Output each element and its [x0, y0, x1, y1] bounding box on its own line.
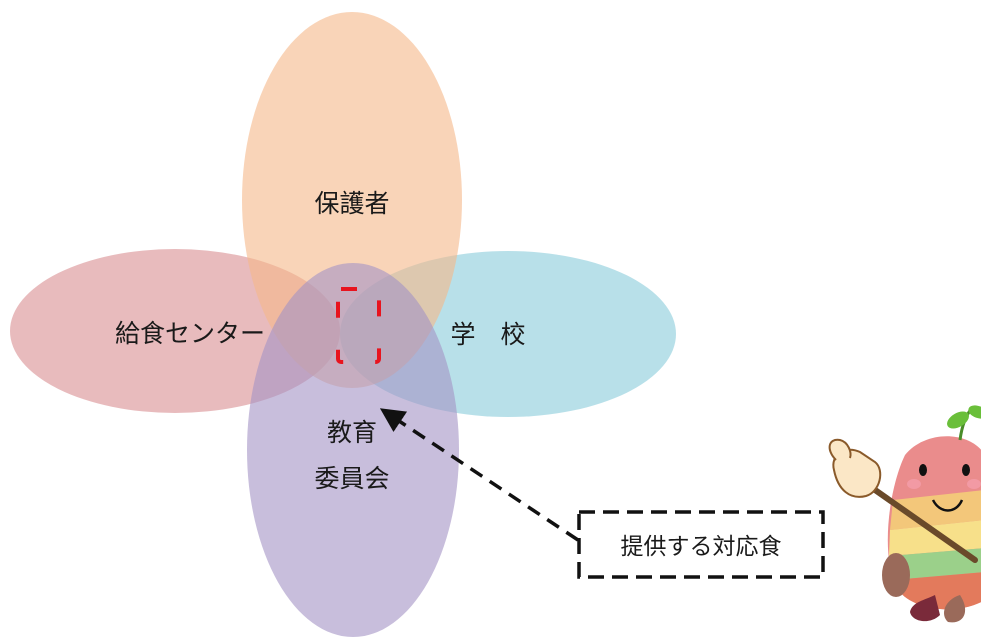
label-education-board-line1: 教育 — [327, 418, 377, 447]
callout-box — [577, 510, 825, 579]
label-guardians: 保護者 — [314, 189, 389, 218]
label-education-board-line2: 委員会 — [314, 464, 389, 493]
mascot-pointing-icon — [828, 405, 981, 623]
label-school: 学 校 — [450, 320, 525, 349]
label-lunch-center: 給食センター — [115, 319, 265, 348]
ellipse-education-board — [247, 263, 459, 637]
callout-arrow — [379, 408, 579, 542]
callout-label: 提供する対応食 — [621, 534, 782, 560]
